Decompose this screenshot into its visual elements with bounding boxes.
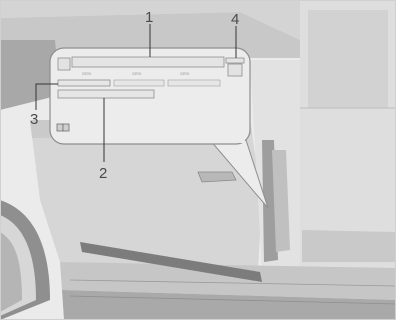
label-bar-1 xyxy=(72,57,224,67)
callout-number-2: 2 xyxy=(99,165,107,182)
callout-number-1: 1 xyxy=(145,9,153,26)
label-field-c: 23'0'0 xyxy=(180,72,189,76)
book-icon xyxy=(57,124,69,131)
callout-number-4: 4 xyxy=(231,11,239,28)
label-field-a: 23'0'0 xyxy=(82,72,91,76)
label-field-box-3 xyxy=(58,80,110,86)
callout-number-3: 3 xyxy=(30,111,38,128)
label-field-b: 23'0'0 xyxy=(132,72,141,76)
label-bar-4 xyxy=(226,58,244,63)
label-bar-2 xyxy=(58,90,154,98)
